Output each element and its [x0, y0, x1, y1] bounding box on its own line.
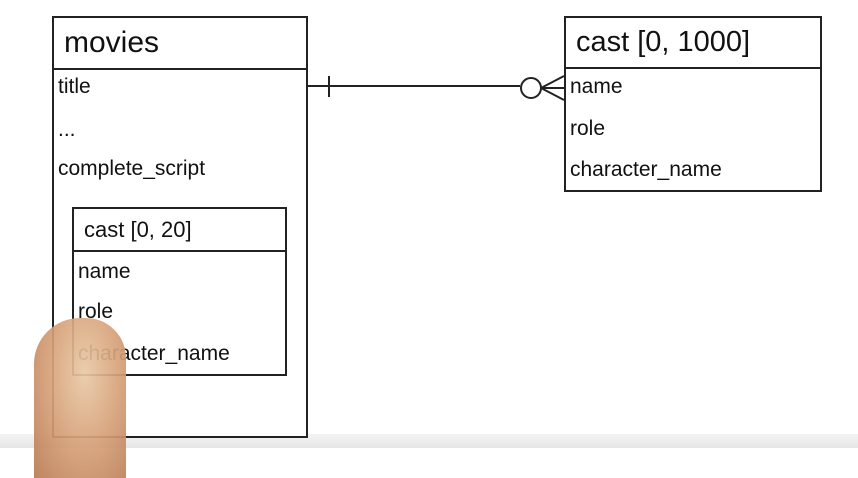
cast-nested-entity-title: cast [0, 20]	[84, 216, 192, 242]
cast-right-entity-title: cast [0, 1000]	[576, 26, 751, 58]
cast-right-field-character-name: character_name	[570, 158, 722, 181]
cast-right-entity: cast [0, 1000] name role character_name	[564, 16, 822, 192]
crowfoot-upper-prong	[540, 75, 565, 89]
movies-entity-title: movies	[64, 26, 160, 59]
movies-field-title: title	[58, 75, 91, 98]
movies-entity-header: movies	[54, 18, 306, 70]
movies-field-ellipsis: ...	[58, 118, 76, 141]
finger-occlusion	[34, 318, 126, 478]
cast-nested-field-role: role	[78, 300, 114, 323]
crowfoot-lower-prong	[540, 87, 565, 101]
cast-nested-entity-header: cast [0, 20]	[74, 209, 285, 252]
zero-cardinality-circle	[520, 77, 542, 99]
cast-right-entity-header: cast [0, 1000]	[566, 18, 820, 69]
cast-right-field-role: role	[570, 117, 606, 140]
cast-right-field-name: name	[570, 75, 623, 98]
movies-field-complete-script: complete_script	[58, 157, 206, 180]
cast-nested-field-name: name	[78, 260, 131, 283]
